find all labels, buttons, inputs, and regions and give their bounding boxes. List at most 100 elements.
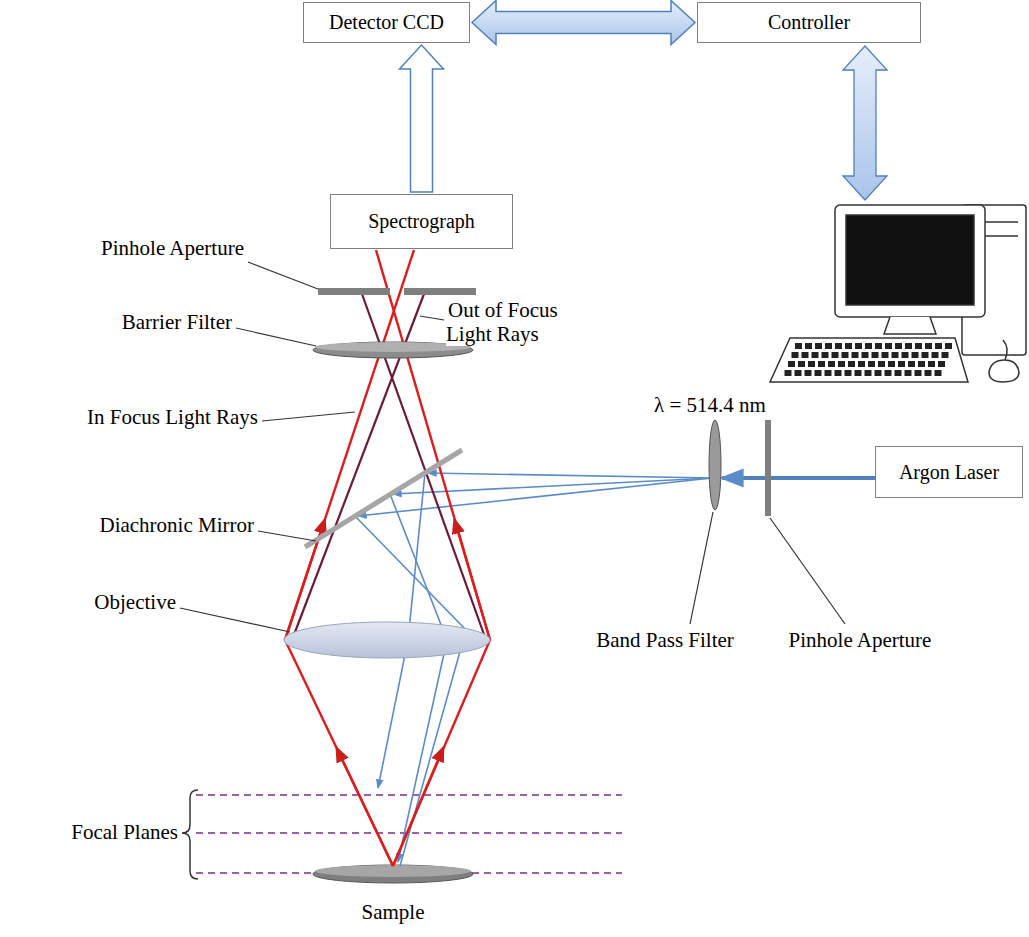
part-label-wrap: Diachronic Mirror: [10, 513, 256, 537]
leader-line: [420, 316, 444, 320]
keyboard-key: [845, 370, 852, 376]
keyboard-key: [805, 343, 812, 349]
ray-arrow: [339, 753, 393, 866]
keyboard-key: [922, 352, 929, 358]
part-label: In Focus Light Rays: [85, 405, 260, 429]
computer-icon: [770, 205, 1026, 382]
monitor-screen: [846, 215, 974, 305]
part-label-wrap: λ = 514.4 nm: [635, 393, 785, 417]
focal-planes-bracket: [182, 790, 198, 879]
keyboard-key: [828, 361, 835, 367]
part-label-wrap: Objective: [40, 590, 178, 614]
keyboard-key: [942, 352, 949, 358]
keyboard-key: [795, 343, 802, 349]
keyboard-key: [892, 352, 899, 358]
keyboard-key: [835, 343, 842, 349]
leader-line: [236, 328, 316, 346]
leader-line: [258, 531, 316, 541]
part-label: Barrier Filter: [120, 310, 234, 334]
keyboard-key: [795, 370, 802, 376]
part-label: Objective: [92, 590, 178, 614]
part-label-wrap: Pinhole Aperture: [40, 236, 246, 260]
part-label-wrap: Out of Focus Light Rays: [446, 298, 596, 346]
part-label: Out of Focus Light Rays: [446, 298, 558, 346]
keyboard-key: [832, 352, 839, 358]
keyboard-key: [825, 343, 832, 349]
part-label-wrap: Band Pass Filter: [570, 628, 760, 652]
laser-beam: [722, 476, 875, 480]
keyboard-key: [882, 352, 889, 358]
excitation-rays: [355, 473, 712, 866]
keyboard-key: [812, 352, 819, 358]
keyboard-key: [878, 361, 885, 367]
keyboard-key: [788, 361, 795, 367]
dichroic-mirror: [305, 450, 462, 547]
keyboard-key: [852, 352, 859, 358]
monitor-stand: [884, 317, 936, 334]
box-label: Controller: [762, 11, 856, 34]
keyboard-key: [802, 352, 809, 358]
monitor-frame: [835, 205, 985, 317]
part-label-wrap: Pinhole Aperture: [765, 628, 955, 652]
keyboard-key: [912, 352, 919, 358]
band-pass-filter: [709, 420, 721, 510]
keyboard-key: [905, 343, 912, 349]
keyboard-keys: [785, 343, 953, 376]
leader-line: [690, 512, 713, 624]
focal-plane-line: [196, 794, 622, 796]
leader-line: [248, 262, 318, 289]
part-label-wrap: Sample: [300, 900, 486, 924]
laser-pinhole-aperture: [765, 420, 771, 516]
part-label: Focal Planes: [69, 820, 180, 844]
box-label: Spectrograph: [362, 210, 481, 233]
keyboard: [770, 338, 968, 382]
part-label-wrap: In Focus Light Rays: [10, 405, 260, 429]
keyboard-key: [822, 352, 829, 358]
objective-lens: [284, 622, 490, 658]
excitation-ray: [355, 516, 466, 866]
pinhole-aperture-plate: [318, 288, 390, 295]
keyboard-key: [875, 370, 882, 376]
part-label: Pinhole Aperture: [787, 628, 934, 652]
keyboard-key: [945, 343, 952, 349]
part-label: λ = 514.4 nm: [652, 393, 768, 417]
keyboard-key: [928, 361, 935, 367]
signal-arrow: [472, 1, 695, 45]
ray-arrow: [456, 525, 490, 640]
excitation-ray: [428, 473, 712, 478]
signal-arrow: [400, 45, 444, 192]
keyboard-key: [908, 361, 915, 367]
box-label: Detector CCD: [323, 11, 450, 34]
keyboard-key: [835, 370, 842, 376]
keyboard-key: [808, 361, 815, 367]
part-label: Pinhole Aperture: [99, 236, 246, 260]
keyboard-key: [825, 370, 832, 376]
keyboard-key: [805, 370, 812, 376]
computer-mouse: [989, 360, 1019, 382]
part-label: Diachronic Mirror: [97, 513, 256, 537]
keyboard-key: [915, 343, 922, 349]
keyboard-key: [925, 343, 932, 349]
keyboard-key: [895, 343, 902, 349]
part-label: Band Pass Filter: [594, 628, 736, 652]
keyboard-key: [885, 343, 892, 349]
keyboard-key: [838, 361, 845, 367]
keyboard-key: [848, 361, 855, 367]
mouse-cable: [1003, 340, 1007, 360]
pinhole-aperture-plate: [404, 288, 476, 295]
keyboard-key: [868, 361, 875, 367]
keyboard-key: [855, 370, 862, 376]
keyboard-key: [785, 370, 792, 376]
keyboard-key: [865, 370, 872, 376]
keyboard-key: [865, 343, 872, 349]
instrument-box: Controller: [697, 2, 921, 43]
keyboard-key: [905, 370, 912, 376]
keyboard-key: [792, 352, 799, 358]
excitation-ray: [393, 478, 712, 494]
keyboard-key: [888, 361, 895, 367]
keyboard-key: [845, 343, 852, 349]
keyboard-key: [932, 352, 939, 358]
keyboard-key: [938, 361, 945, 367]
box-label: Argon Laser: [893, 461, 1005, 484]
